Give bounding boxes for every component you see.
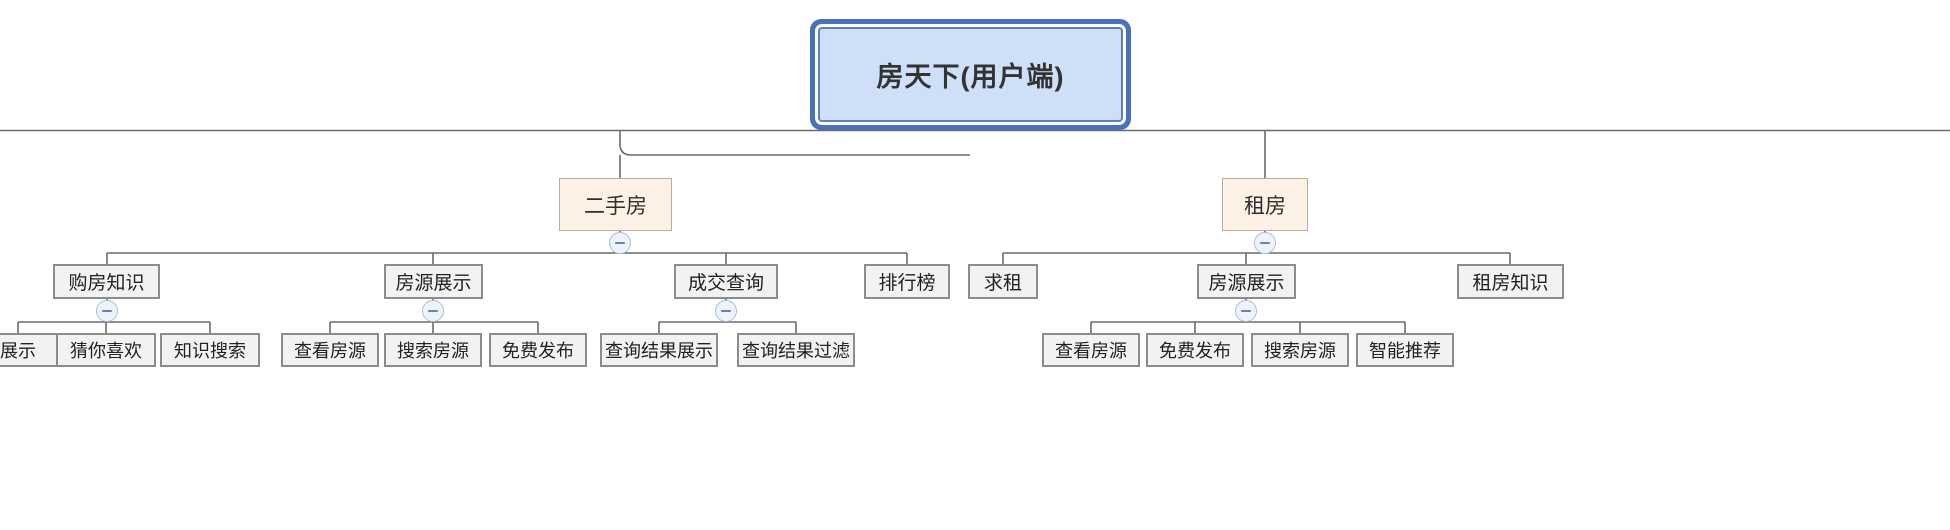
node-leaf-mianfei2-label: 免费发布	[1159, 341, 1231, 361]
node-leaf-cxjgzs-label: 查询结果展示	[605, 341, 713, 361]
node-leaf-cxjggl-label: 查询结果过滤	[742, 341, 850, 361]
node-leaf-cxjggl[interactable]: 查询结果过滤	[737, 333, 855, 367]
node-leaf-sousuo1[interactable]: 搜索房源	[384, 333, 482, 367]
toggle-zufang[interactable]	[1254, 232, 1276, 254]
node-zufang-label: 租房	[1244, 194, 1286, 218]
node-ershoufang[interactable]: 二手房	[559, 178, 672, 231]
minus-icon	[1260, 242, 1270, 244]
node-zufangzhishi[interactable]: 租房知识	[1457, 264, 1564, 299]
node-leaf-chakan1[interactable]: 查看房源	[281, 333, 379, 367]
minus-icon	[102, 310, 112, 312]
node-zufang[interactable]: 租房	[1222, 178, 1308, 231]
minus-icon	[1241, 310, 1251, 312]
node-leaf-zhineng-label: 智能推荐	[1369, 341, 1441, 361]
node-zufangzhishi-label: 租房知识	[1472, 273, 1549, 294]
node-leaf-chakan2[interactable]: 查看房源	[1042, 333, 1140, 367]
node-chengjiaochaxun[interactable]: 成交查询	[674, 264, 778, 299]
minus-icon	[721, 310, 731, 312]
node-fangyuan-ershou[interactable]: 房源展示	[384, 264, 483, 299]
node-leaf-caini[interactable]: 猜你喜欢	[56, 333, 156, 367]
toggle-chengjiaochaxun[interactable]	[715, 300, 737, 322]
node-leaf-chakan2-label: 查看房源	[1055, 341, 1127, 361]
node-qiuzu-label: 求租	[983, 273, 1022, 294]
node-paihangbang[interactable]: 排行榜	[864, 264, 950, 299]
toggle-fangyuan-ershou[interactable]	[422, 300, 444, 322]
node-goufangzhishi-label: 购房知识	[68, 273, 145, 294]
node-leaf-sousuo2-label: 搜索房源	[1264, 341, 1336, 361]
node-leaf-mianfei1[interactable]: 免费发布	[489, 333, 587, 367]
minus-icon	[428, 310, 438, 312]
node-leaf-mianfei1-label: 免费发布	[502, 341, 574, 361]
node-fangyuan-zufang-label: 房源展示	[1208, 273, 1285, 294]
node-leaf-chakan1-label: 查看房源	[294, 341, 366, 361]
node-leaf-zhineng[interactable]: 智能推荐	[1356, 333, 1454, 367]
toggle-fangyuan-zufang[interactable]	[1235, 300, 1257, 322]
edge-bus-to-ershoufang-h	[619, 131, 970, 156]
node-fangyuan-ershou-label: 房源展示	[395, 273, 472, 294]
node-leaf-zhanshi[interactable]: 展示	[0, 333, 62, 367]
node-root-label: 房天下(用户端)	[876, 62, 1065, 92]
node-paihangbang-label: 排行榜	[878, 273, 936, 294]
node-leaf-sousuo1-label: 搜索房源	[397, 341, 469, 361]
node-leaf-mianfei2[interactable]: 免费发布	[1146, 333, 1244, 367]
node-chengjiaochaxun-label: 成交查询	[687, 273, 764, 294]
node-fangyuan-zufang[interactable]: 房源展示	[1197, 264, 1296, 299]
node-root[interactable]: 房天下(用户端)	[818, 27, 1123, 122]
node-leaf-zhishisou[interactable]: 知识搜索	[160, 333, 260, 367]
node-leaf-zhishisou-label: 知识搜索	[174, 341, 246, 361]
node-qiuzu[interactable]: 求租	[968, 264, 1038, 299]
toggle-goufangzhishi[interactable]	[96, 300, 118, 322]
toggle-ershoufang[interactable]	[609, 232, 631, 254]
node-leaf-zhanshi-label: 展示	[0, 341, 36, 361]
node-goufangzhishi[interactable]: 购房知识	[53, 264, 160, 299]
node-leaf-sousuo2[interactable]: 搜索房源	[1251, 333, 1349, 367]
node-leaf-caini-label: 猜你喜欢	[70, 341, 142, 361]
minus-icon	[615, 242, 625, 244]
node-ershoufang-label: 二手房	[584, 194, 647, 218]
node-leaf-cxjgzs[interactable]: 查询结果展示	[600, 333, 718, 367]
